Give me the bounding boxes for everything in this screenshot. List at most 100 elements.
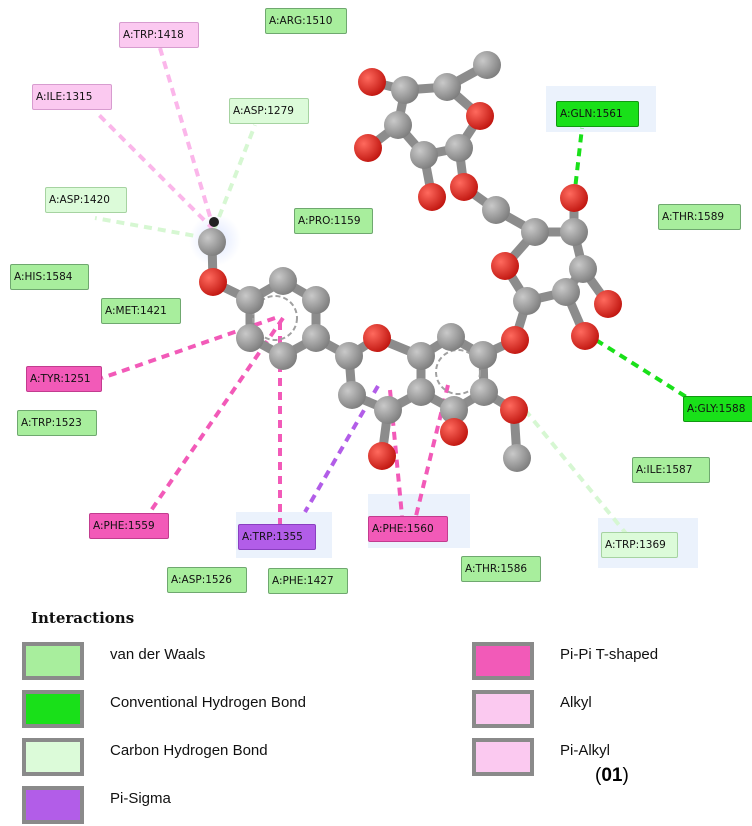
carbon-atom (560, 218, 588, 246)
legend-label: van der Waals (110, 646, 206, 663)
carbon-atom (407, 342, 435, 370)
carbon-atom (374, 396, 402, 424)
legend-title: Interactions (31, 609, 135, 627)
carbon-atom (470, 378, 498, 406)
residue-ile1315: A:ILE:1315 (32, 84, 112, 110)
legend-label: Pi-Sigma (110, 790, 171, 807)
figure-label-number: 01 (601, 765, 623, 786)
oxygen-atom (440, 418, 468, 446)
interaction-lines (94, 47, 690, 538)
carbon-atom (269, 267, 297, 295)
residue-asp1526: A:ASP:1526 (167, 567, 247, 593)
residue-phe1559: A:PHE:1559 (89, 513, 169, 539)
legend-swatch (472, 738, 534, 776)
aromatic-ring-a (435, 349, 481, 395)
oxygen-atom (450, 173, 478, 201)
legend-label: Carbon Hydrogen Bond (110, 742, 268, 759)
legend-label: Alkyl (560, 694, 592, 711)
carbon-atom (437, 323, 465, 351)
legend-label: Pi-Pi T-shaped (560, 646, 659, 663)
oxygen-atom (500, 396, 528, 424)
legend-swatch (22, 690, 84, 728)
interaction-line (94, 216, 208, 240)
carbon-atom (482, 196, 510, 224)
oxygen-atom (571, 322, 599, 350)
carbon-atom (236, 286, 264, 314)
carbon-atom (503, 444, 531, 472)
residue-gly1588: A:GLY:1588 (683, 396, 752, 422)
carbon-atom (236, 324, 264, 352)
carbon-atom (473, 51, 501, 79)
carbon-atom (384, 111, 412, 139)
residue-arg1510: A:ARG:1510 (265, 8, 347, 34)
carbon-atom (302, 286, 330, 314)
oxygen-atom (501, 326, 529, 354)
legend-swatch (22, 738, 84, 776)
oxygen-atom (594, 290, 622, 318)
carbon-atom (198, 228, 226, 256)
interaction-line (212, 124, 257, 231)
residue-phe1427: A:PHE:1427 (268, 568, 348, 594)
oxygen-atom (363, 324, 391, 352)
residue-gln1561: A:GLN:1561 (556, 101, 639, 127)
residue-trp1369: A:TRP:1369 (601, 532, 678, 558)
carbon-atom (338, 381, 366, 409)
interaction-line (148, 316, 285, 514)
interaction-line (414, 384, 450, 517)
interaction-line (523, 408, 630, 538)
residue-phe1560: A:PHE:1560 (368, 516, 448, 542)
figure-label: (01) (595, 765, 629, 787)
carbon-atom (410, 141, 438, 169)
carbon-atom (433, 73, 461, 101)
carbon-atom (440, 396, 468, 424)
interaction-diagram (94, 47, 698, 568)
residue-ile1587: A:ILE:1587 (632, 457, 710, 483)
carbon-atom (569, 255, 597, 283)
carbon-atom (302, 324, 330, 352)
carbon-atom (335, 342, 363, 370)
residue-tyr1251: A:TYR:1251 (26, 366, 102, 392)
hydrogen-atom (209, 217, 219, 227)
residue-asp1420: A:ASP:1420 (45, 187, 127, 213)
carbon-atom (521, 218, 549, 246)
figure-label-open: ( (595, 765, 602, 786)
carbon-atom (269, 342, 297, 370)
carbon-atom (513, 287, 541, 315)
residue-pro1159: A:PRO:1159 (294, 208, 373, 234)
carbon-atom (391, 76, 419, 104)
residue-trp1523: A:TRP:1523 (17, 410, 97, 436)
interaction-line (303, 384, 380, 514)
residue-his1584: A:HIS:1584 (10, 264, 89, 290)
oxygen-atom (418, 183, 446, 211)
oxygen-atom (560, 184, 588, 212)
residue-thr1586: A:THR:1586 (461, 556, 541, 582)
carbon-atom (407, 378, 435, 406)
oxygen-atom (466, 102, 494, 130)
legend-swatch (472, 690, 534, 728)
aromatic-ring-b (252, 295, 298, 341)
residue-trp1355: A:TRP:1355 (238, 524, 316, 550)
carbon-atom (445, 134, 473, 162)
legend-label: Pi-Alkyl (560, 742, 611, 759)
legend-label: Conventional Hydrogen Bond (110, 694, 306, 711)
oxygen-atom (368, 442, 396, 470)
residue-thr1589: A:THR:1589 (658, 204, 741, 230)
legend-swatch (472, 642, 534, 680)
carbon-atom (469, 341, 497, 369)
aromatic-ring-markers (252, 295, 481, 395)
interaction-line (572, 127, 584, 199)
residue-trp1418: A:TRP:1418 (119, 22, 199, 48)
residue-met1421: A:MET:1421 (101, 298, 181, 324)
oxygen-atom (491, 252, 519, 280)
figure-label-close: ) (622, 765, 629, 786)
interaction-line (158, 47, 216, 231)
oxygen-atom (358, 68, 386, 96)
oxygen-atom (199, 268, 227, 296)
molecule-atoms (198, 51, 622, 472)
residue-asp1279: A:ASP:1279 (229, 98, 309, 124)
oxygen-atom (354, 134, 382, 162)
interaction-line (594, 338, 690, 400)
carbon-atom (552, 278, 580, 306)
legend-swatch (22, 786, 84, 824)
legend-swatch (22, 642, 84, 680)
